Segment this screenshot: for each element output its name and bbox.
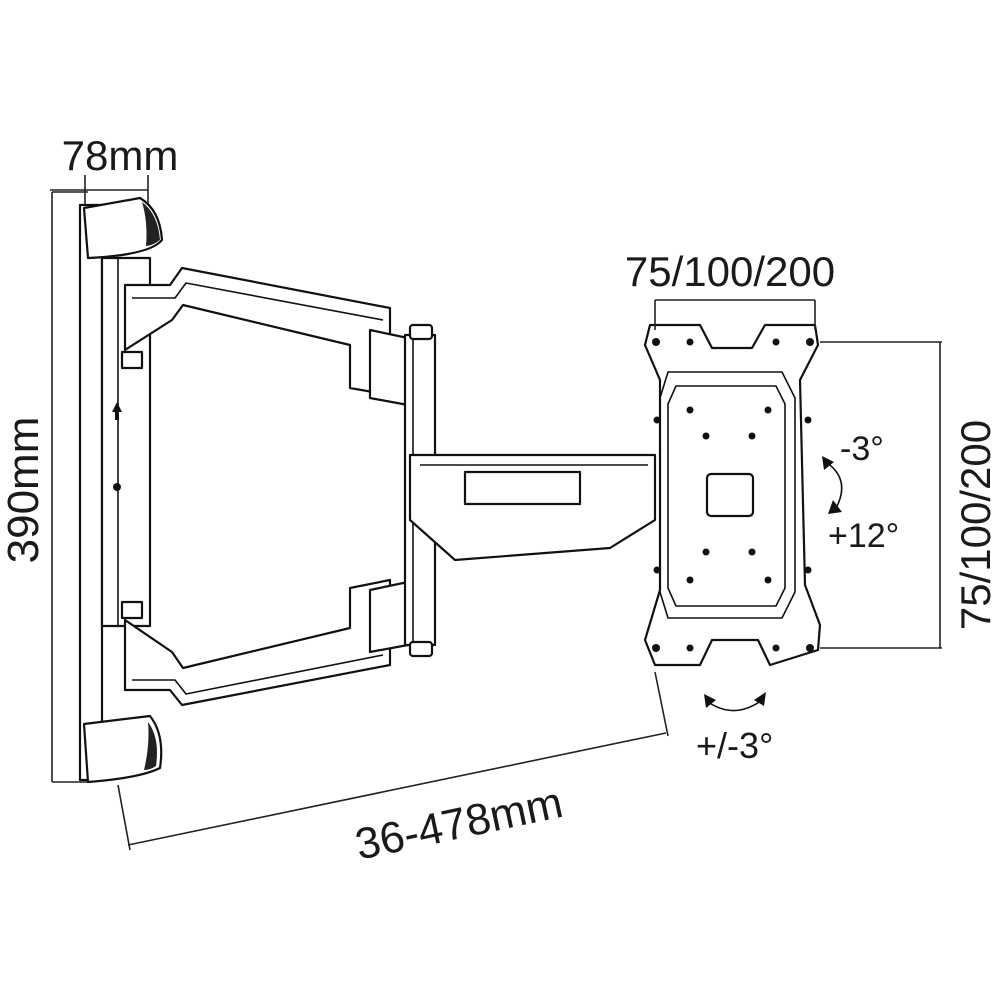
depth-dimension: 78mm xyxy=(50,132,178,205)
vesa-hole-icon xyxy=(764,406,772,414)
tilt-indicator: -3° +12° xyxy=(822,430,899,555)
swivel-indicator: +/-3° xyxy=(696,692,773,766)
lower-arm-body xyxy=(123,578,392,707)
vesa-hole-icon xyxy=(686,406,694,414)
vesa-plate-inner-frame-2 xyxy=(667,385,786,607)
upper-arm-edge xyxy=(132,282,384,321)
height-dimension: 390mm xyxy=(0,191,88,783)
lower-arm xyxy=(123,578,410,707)
bottom-end-cap xyxy=(82,714,163,784)
vesa-hole-icon xyxy=(806,338,814,346)
upper-arm-joint-block xyxy=(368,328,410,407)
height-dimension-label: 390mm xyxy=(0,417,48,564)
upper-arm-body xyxy=(123,266,392,397)
center-arm-slot xyxy=(463,470,582,506)
pivot-top-cap xyxy=(408,323,434,341)
center-arm xyxy=(408,453,657,562)
vesa-horizontal-dimension: 75/100/200 xyxy=(625,248,835,330)
depth-dimension-label: 78mm xyxy=(62,132,179,179)
swivel-arrow-icon xyxy=(707,699,763,712)
top-bolt-icon xyxy=(120,350,144,370)
vesa-vertical-label: 75/100/200 xyxy=(952,420,999,630)
vesa-plate xyxy=(643,323,822,667)
tilt-up-label: -3° xyxy=(840,430,884,468)
lower-arm-edge xyxy=(132,654,384,695)
extension-dimension-line xyxy=(127,732,667,846)
vesa-hole-icon xyxy=(748,548,756,556)
vesa-hole-icon xyxy=(702,548,710,556)
vesa-hole-icon xyxy=(772,644,780,652)
vesa-vertical-dimension: 75/100/200 xyxy=(820,341,999,649)
mount-hole-icon xyxy=(113,483,121,491)
upper-arm xyxy=(123,266,410,407)
lower-arm-joint-block xyxy=(368,580,410,654)
up-arrow-icon xyxy=(112,402,122,420)
top-end-cap-shade xyxy=(142,202,160,246)
swivel-arrow-head-right-icon xyxy=(754,692,766,706)
vesa-hole-icon xyxy=(653,416,661,424)
vesa-hole-icon xyxy=(652,338,660,346)
vesa-hole-icon xyxy=(772,338,780,346)
pivot-bottom-cap xyxy=(408,640,434,658)
vesa-hole-icon xyxy=(686,338,694,346)
vesa-plate-inner-frame xyxy=(659,371,796,619)
vesa-hole-icon xyxy=(804,566,812,574)
vesa-hole-icon xyxy=(652,644,660,652)
vesa-hole-icon xyxy=(764,576,772,584)
swivel-arrow-head-left-icon xyxy=(704,694,716,708)
tilt-arrow-head-top-icon xyxy=(822,456,834,470)
vesa-hole-icon xyxy=(653,566,661,574)
extension-tick-left xyxy=(117,784,131,851)
vesa-hole-icon xyxy=(702,432,710,440)
center-arm-body xyxy=(408,453,657,562)
tilt-down-label: +12° xyxy=(828,517,899,555)
vesa-center-bracket xyxy=(705,472,755,518)
top-end-cap xyxy=(82,196,164,260)
tilt-arrow-head-bottom-icon xyxy=(828,500,842,514)
swivel-label: +/-3° xyxy=(696,725,773,766)
vesa-hole-icon xyxy=(686,644,694,652)
bottom-bolt-icon xyxy=(120,600,144,620)
extension-tick-right xyxy=(654,671,669,737)
vesa-hole-icon xyxy=(804,416,812,424)
bottom-end-cap-shade xyxy=(144,722,157,770)
wall-plate-side xyxy=(78,203,104,782)
vesa-hole-icon xyxy=(806,644,814,652)
vesa-hole-icon xyxy=(748,432,756,440)
vesa-horizontal-label: 75/100/200 xyxy=(625,248,835,295)
vesa-hole-icon xyxy=(686,576,694,584)
